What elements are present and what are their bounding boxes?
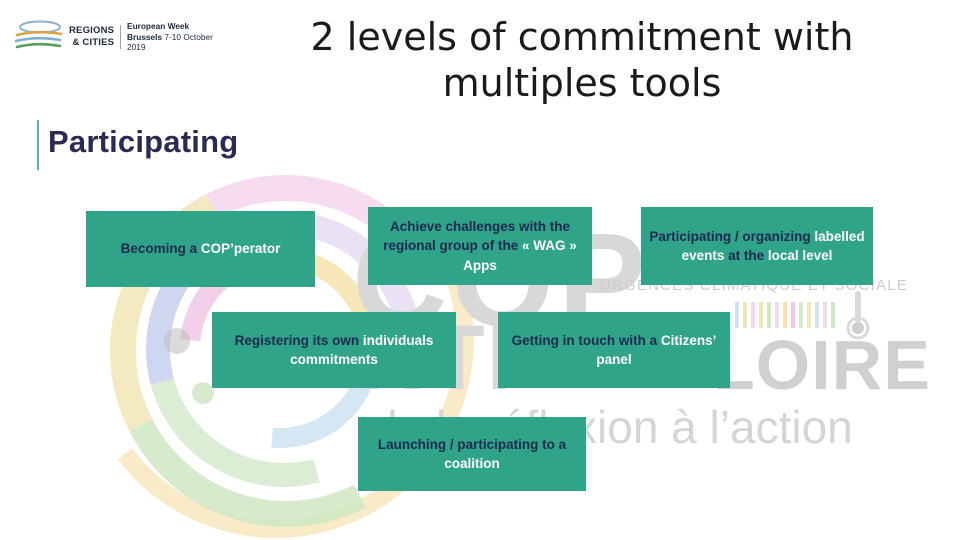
watermark-color-bar — [831, 302, 835, 328]
commitment-box-label: Launching / participating to a coalition — [377, 436, 567, 471]
logo-brussels: Brussels — [127, 31, 163, 42]
watermark-color-bar — [767, 302, 771, 328]
globe-stripes-icon — [14, 20, 63, 49]
section-heading-participating: Participating — [48, 124, 239, 159]
decorative-dot-green — [192, 382, 214, 404]
watermark-color-bar — [783, 302, 787, 328]
watermark-color-bar — [815, 302, 819, 328]
logo-event-info: European Week Brussels 7-10 October 2019 — [127, 21, 214, 54]
watermark-color-bar — [759, 302, 763, 328]
watermark-color-bar — [799, 302, 803, 328]
watermark-color-bar — [807, 302, 811, 328]
commitment-box-registering[interactable]: Registering its own individuals commitme… — [212, 312, 456, 388]
european-week-logo: REGIONS & CITIES European Week Brussels … — [14, 17, 214, 57]
watermark-loire-text: LOIRE — [712, 326, 931, 404]
watermark-color-bar — [751, 302, 755, 328]
commitment-box-labelled-events[interactable]: Participating / organizing labelled even… — [641, 207, 873, 285]
logo-line-regions: REGIONS — [69, 25, 115, 37]
commitment-box-label: Achieve challenges with the regional gro… — [383, 219, 577, 273]
heading-accent-bar — [37, 120, 39, 170]
commitment-box-label: Becoming a COP’perator — [120, 241, 281, 257]
logo-dates: 7-10 October 2019 — [127, 31, 213, 53]
watermark-color-bar — [823, 302, 827, 328]
thermometer-icon — [846, 291, 870, 340]
watermark-color-bar — [775, 302, 779, 328]
logo-line-cities: & CITIES — [72, 37, 115, 48]
logo-wordmark: REGIONS & CITIES European Week Brussels … — [69, 21, 214, 54]
watermark-color-bar — [791, 302, 795, 328]
logo-regions-cities: REGIONS & CITIES — [69, 25, 114, 48]
commitment-box-coperator[interactable]: Becoming a COP’perator — [86, 211, 315, 287]
commitment-box-label: Getting in touch with a Citizens’ panel — [511, 332, 717, 367]
watermark-color-bar — [735, 302, 739, 328]
commitment-box-citizens-panel[interactable]: Getting in touch with a Citizens’ panel — [498, 312, 730, 388]
decorative-dot-grey — [164, 328, 190, 354]
commitment-box-wag-apps[interactable]: Achieve challenges with the regional gro… — [368, 207, 592, 285]
slide-title: 2 levels of commitment with multiples to… — [310, 15, 854, 106]
watermark-color-bar — [743, 302, 747, 328]
watermark-color-bars — [735, 302, 835, 328]
logo-divider — [120, 25, 122, 49]
commitment-box-label: Registering its own individuals commitme… — [234, 332, 434, 367]
commitment-box-coalition[interactable]: Launching / participating to a coalition — [358, 417, 586, 491]
commitment-box-label: Participating / organizing labelled even… — [649, 228, 865, 263]
logo-european-week: European Week — [127, 20, 190, 31]
